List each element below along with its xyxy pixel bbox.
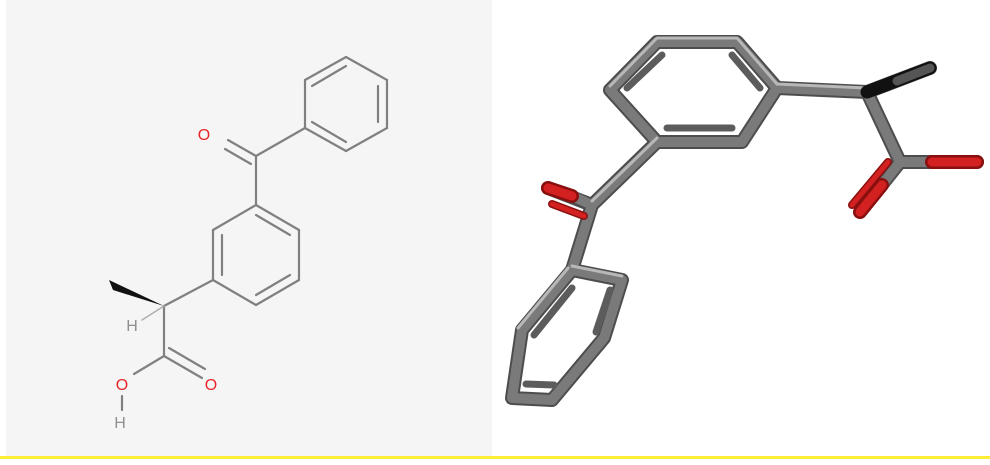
lower-ring-inner-bonds [522, 284, 614, 389]
bond-ring-to-chiral-carbon [162, 278, 215, 308]
ketone-oxygen-label: O [198, 127, 210, 144]
methyl-stick-tip [892, 63, 935, 86]
top-ring-inner-bonds [623, 51, 764, 132]
oxygen-sticks [541, 155, 984, 220]
chiral-hydrogen-label: H [126, 318, 138, 335]
hydroxyl-oxygen-label: O [116, 377, 128, 394]
bond-ketone-to-phenyl [254, 126, 307, 158]
stick-highlight-layer [516, 36, 869, 330]
stick-outline-layer [505, 35, 984, 407]
stick-fill-layer [507, 37, 937, 405]
ketone-double-bond [223, 138, 258, 166]
bond-carboxyl-to-hydroxyl [132, 354, 166, 376]
methyl-wedge-bond [109, 280, 164, 306]
structure-3d-panel [492, 0, 990, 456]
acid-carbonyl-oxygen-label: O [205, 377, 217, 394]
top-phenyl-ring [303, 55, 389, 153]
acid-carbonyl-double-bond [162, 346, 207, 380]
bottom-accent-strip [0, 456, 990, 465]
hydroxyl-hydrogen-label: H [114, 415, 126, 432]
bond-chiral-hydrogen [141, 305, 165, 321]
structure-2d-diagram: O O O H H [109, 55, 389, 432]
structure-2d-panel: O O O H H [6, 0, 492, 456]
central-benzene-ring [211, 203, 301, 307]
structure-3d-model [505, 35, 984, 407]
